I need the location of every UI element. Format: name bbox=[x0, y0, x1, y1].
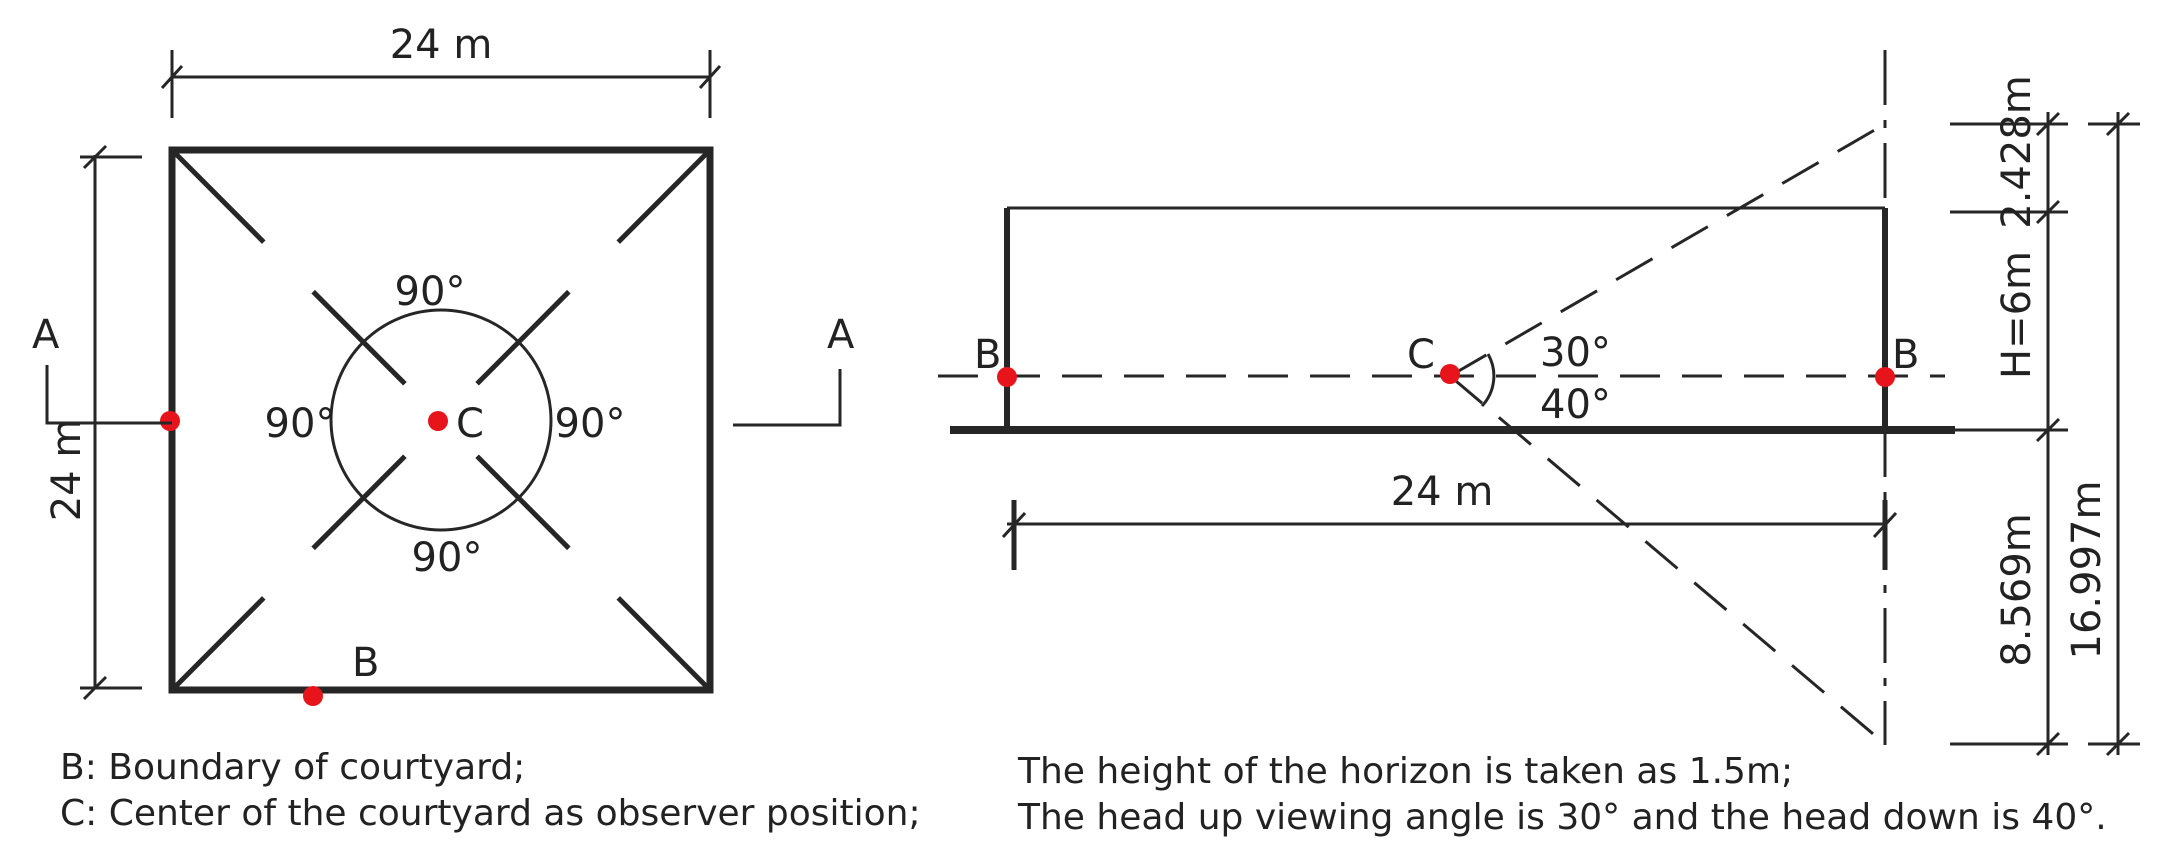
plan-angle-bottom: 90° bbox=[412, 535, 483, 581]
section-right-point-label: B bbox=[1892, 332, 1919, 378]
section-right-dimensions bbox=[1950, 111, 2140, 757]
plan-diagonals bbox=[170, 148, 712, 692]
plan-boundary-point-left bbox=[160, 411, 180, 431]
section-mark-right-label: A bbox=[827, 312, 855, 358]
caption-left-line-2: C: Center of the courtyard as observer p… bbox=[60, 793, 921, 834]
dim-height: H=6m bbox=[1994, 251, 2040, 379]
plan-angle-right: 90° bbox=[555, 401, 626, 447]
plan-angle-left: 90° bbox=[265, 401, 336, 447]
plan-boundary-point-bottom bbox=[303, 686, 323, 706]
section-bottom-dimension-label: 24 m bbox=[1391, 469, 1494, 515]
sight-lines bbox=[1449, 122, 1886, 746]
section-center-point bbox=[1440, 364, 1460, 384]
section-center-label: C bbox=[1407, 332, 1435, 378]
section-right-point bbox=[1875, 367, 1895, 387]
plan-top-dimension bbox=[160, 50, 722, 118]
caption-left-line-1: B: Boundary of courtyard; bbox=[60, 747, 525, 788]
section-mark-right bbox=[733, 369, 842, 427]
dim-lower-segment: 8.569m bbox=[1994, 513, 2040, 666]
section-up-angle: 30° bbox=[1540, 330, 1611, 376]
section-mark-left bbox=[45, 365, 172, 425]
plan-top-dimension-label: 24 m bbox=[390, 22, 493, 68]
plan-center-label: C bbox=[456, 401, 484, 447]
section-view: 30° 40° B C B 24 m bbox=[938, 50, 2140, 757]
caption-right-line-2: The head up viewing angle is 30° and the… bbox=[1017, 797, 2107, 838]
caption-right-line-1: The height of the horizon is taken as 1.… bbox=[1017, 751, 1793, 792]
view-circle bbox=[329, 308, 553, 532]
section-left-point-label: B bbox=[974, 332, 1001, 378]
plan-angle-top: 90° bbox=[395, 269, 466, 315]
viewing-angle-arc bbox=[1480, 353, 1496, 408]
plan-left-dimension-label: 24 m bbox=[44, 419, 90, 522]
section-building bbox=[950, 206, 1955, 434]
section-mark-left-label: A bbox=[32, 312, 60, 358]
plan-view: 24 m 24 m 90° 90° 90° 90° C bbox=[32, 22, 855, 706]
plan-boundary-label: B bbox=[352, 640, 379, 686]
dim-top-segment: 2.428m bbox=[1994, 75, 2040, 228]
plan-center-point bbox=[428, 411, 448, 431]
section-down-angle: 40° bbox=[1540, 382, 1611, 428]
section-left-point bbox=[997, 367, 1017, 387]
section-bottom-dimension bbox=[1001, 500, 1898, 570]
dim-total: 16.997m bbox=[2064, 481, 2110, 660]
